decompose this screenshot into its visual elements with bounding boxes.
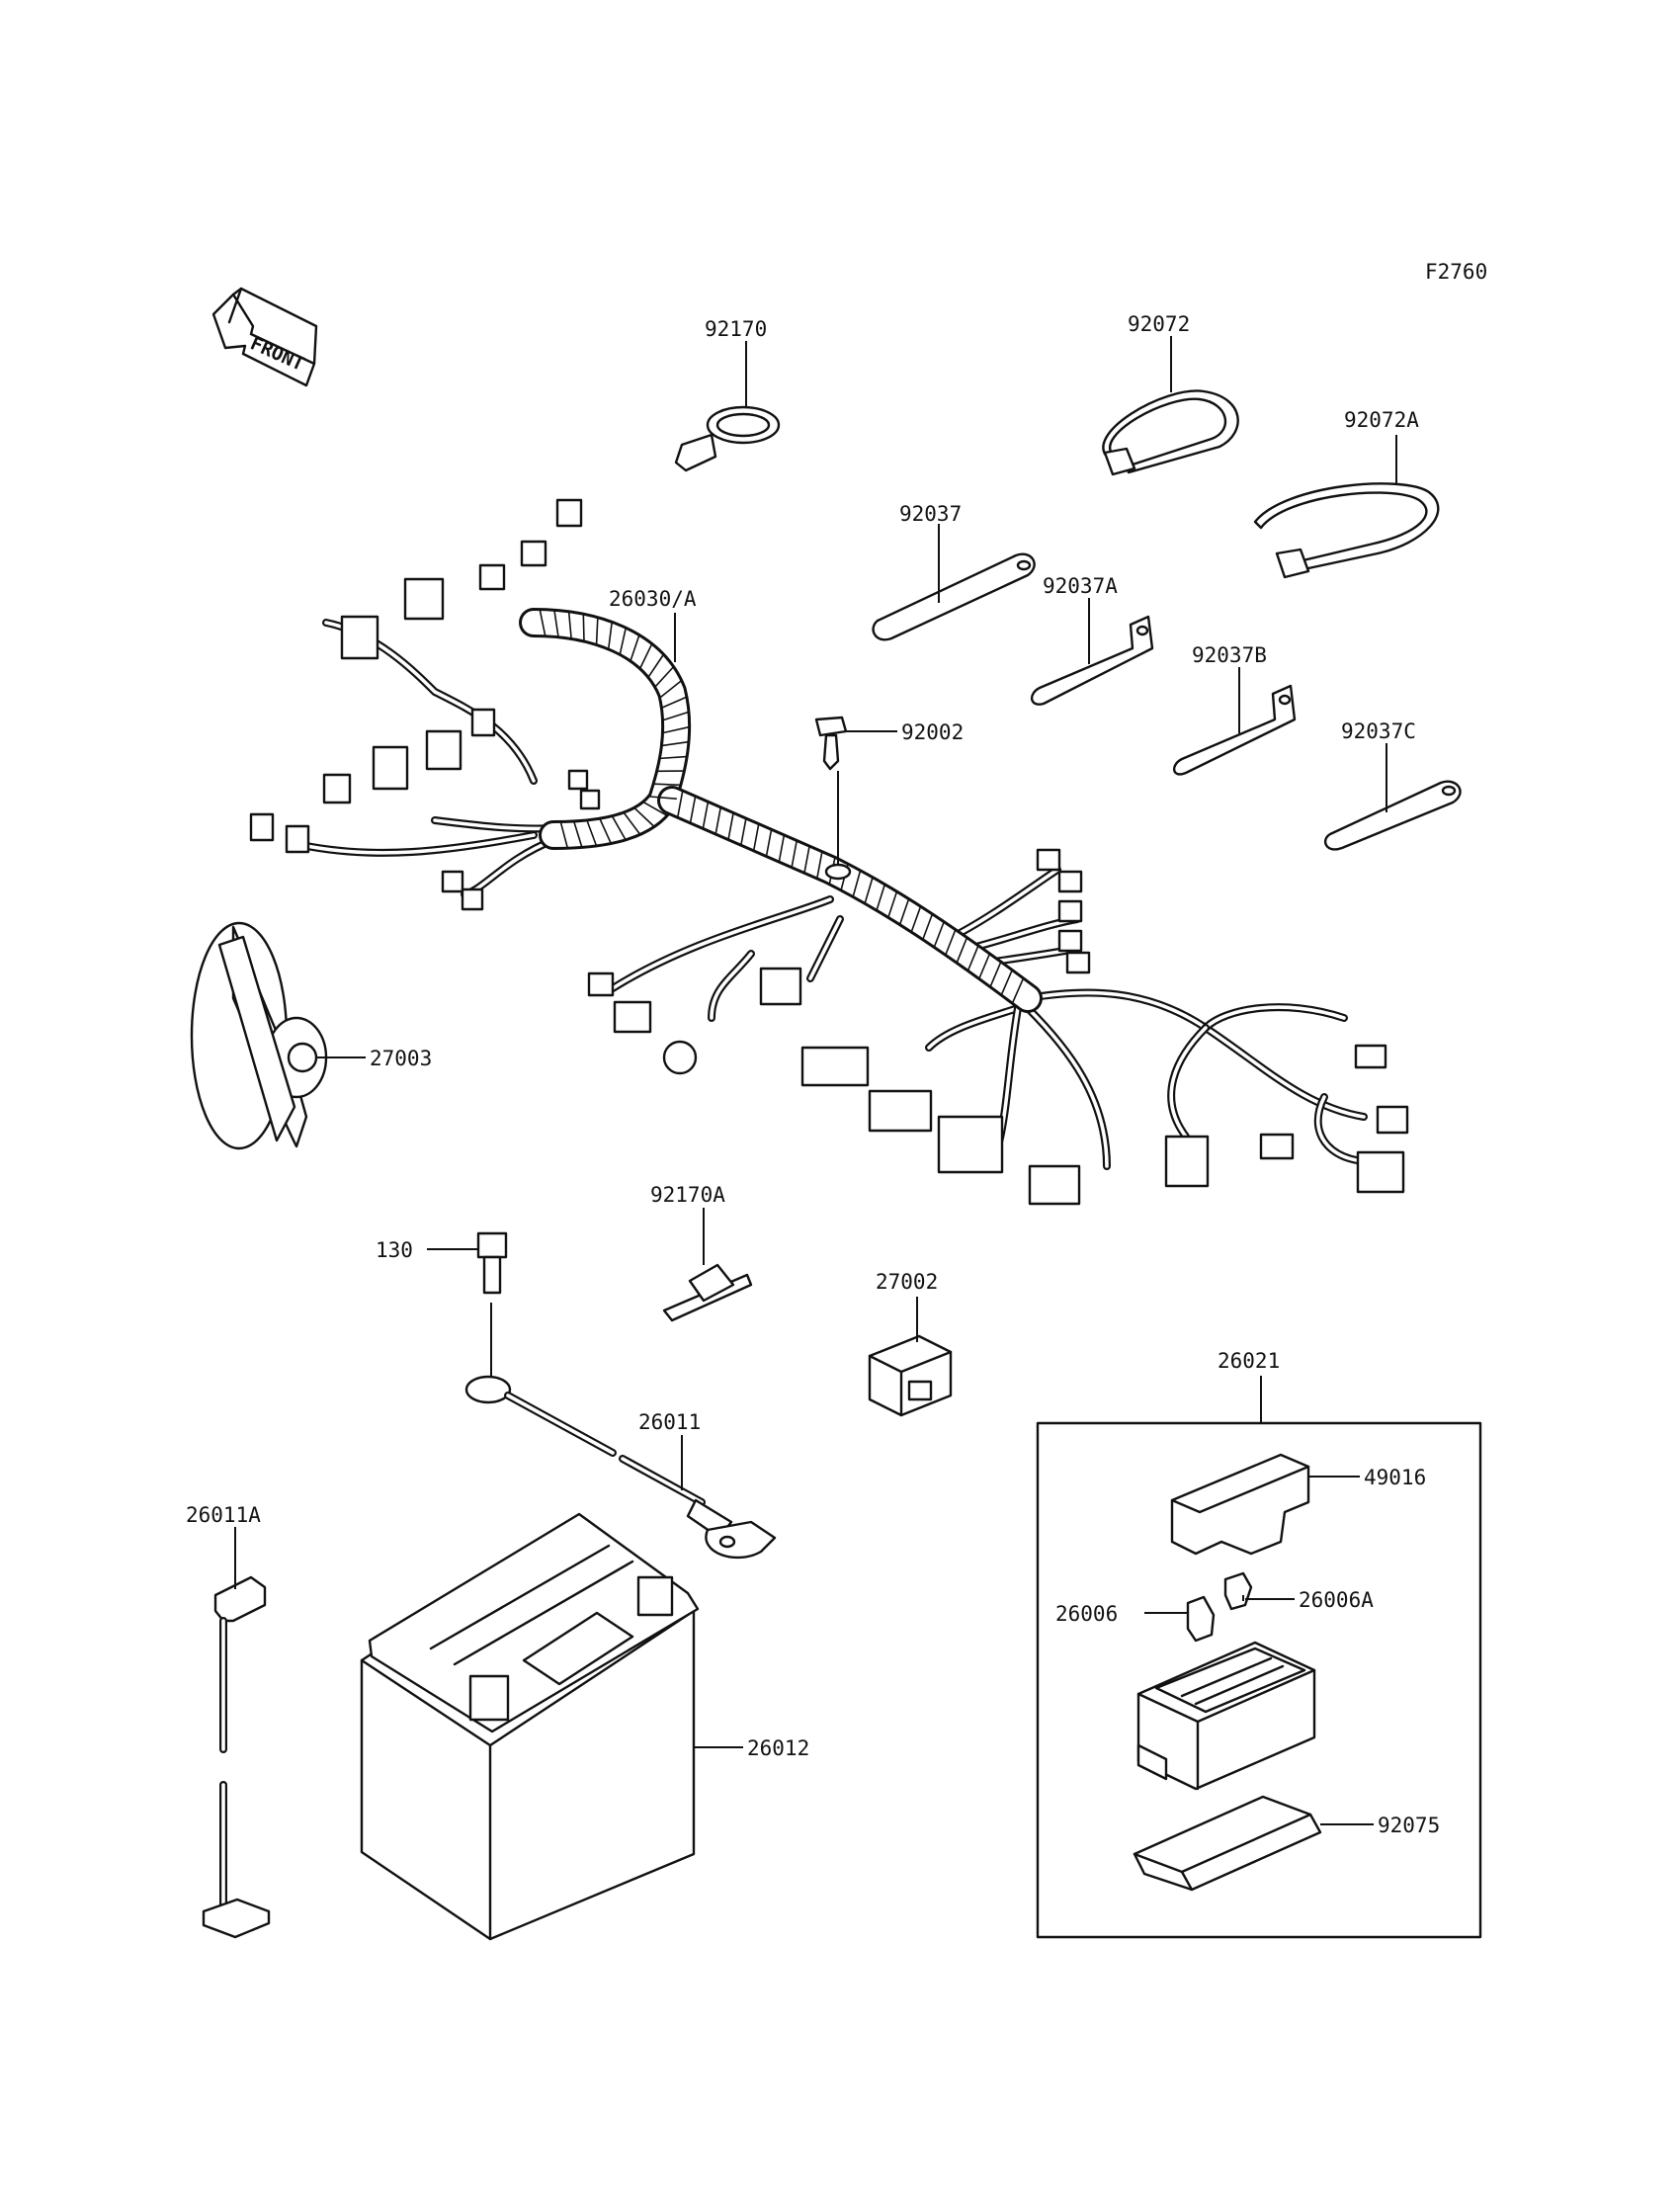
clamp-92170 — [674, 341, 781, 472]
battery-26012 — [360, 1512, 743, 1941]
harness-rib — [654, 666, 675, 688]
harness-rib — [676, 790, 684, 818]
harness-rib — [956, 937, 968, 964]
battery-lead-26011 — [464, 1375, 777, 1560]
harness-rib — [539, 609, 546, 637]
relay-27002 — [868, 1297, 953, 1417]
harness-rib — [803, 845, 810, 874]
label-92170: 92170 — [705, 317, 767, 341]
harness-rib — [752, 823, 760, 852]
label-26011a: 26011A — [186, 1503, 261, 1527]
label-92170a: 92170A — [650, 1183, 725, 1207]
harness-rib — [662, 711, 690, 721]
harness-rib — [647, 653, 664, 678]
harness-rib — [633, 807, 655, 827]
harness-rib — [619, 627, 627, 655]
label-92037a: 92037A — [1043, 574, 1118, 598]
label-92037c: 92037C — [1341, 719, 1416, 743]
harness-rib — [689, 796, 697, 824]
harness-rib — [553, 609, 559, 637]
harness-rib — [989, 961, 1002, 987]
figure-code: F2760 — [1425, 260, 1487, 284]
harness-rib — [659, 680, 683, 699]
harness-rib — [586, 819, 598, 847]
label-92075: 92075 — [1378, 1814, 1440, 1837]
harness-rib — [978, 953, 991, 979]
clamp-plate-92037c — [1323, 743, 1462, 851]
harness-rib — [910, 905, 922, 933]
harness-rib — [740, 817, 747, 846]
harness-rib — [791, 840, 798, 869]
harness-rib — [662, 725, 690, 734]
main-wiring-harness — [249, 498, 1409, 1206]
harness-rib — [559, 821, 569, 849]
harness-rib — [933, 921, 945, 948]
label-92037b: 92037B — [1192, 643, 1267, 667]
harness-rib — [642, 801, 668, 816]
harness-rib — [727, 812, 734, 840]
harness-rib — [661, 696, 688, 709]
label-92037: 92037 — [899, 502, 962, 526]
label-49016: 49016 — [1364, 1466, 1426, 1489]
harness-rib — [607, 622, 613, 650]
label-26012: 26012 — [747, 1736, 809, 1760]
harness-rib — [702, 801, 710, 829]
front-direction-arrow: FRONT — [211, 287, 318, 387]
harness-rib — [659, 755, 688, 760]
harness-rib — [573, 820, 583, 848]
harness-rib — [595, 617, 599, 645]
harness-rib — [1011, 977, 1025, 1004]
junction-box-26021 — [1036, 1376, 1482, 1939]
harness-rib — [630, 634, 640, 662]
label-92072a: 92072A — [1344, 408, 1419, 432]
harness-rib — [652, 783, 682, 787]
band-92072a — [1253, 435, 1440, 579]
harness-rib — [876, 884, 886, 911]
label-27003: 27003 — [370, 1047, 432, 1070]
harness-rib — [567, 611, 572, 639]
harness-rib — [611, 815, 627, 841]
label-130: 130 — [376, 1238, 413, 1262]
label-92002: 92002 — [901, 720, 964, 744]
harness-rib — [778, 834, 786, 863]
harness-rib — [639, 643, 653, 669]
band-92072 — [1102, 336, 1239, 476]
harness-rib — [648, 796, 678, 801]
label-26030-a: 26030/A — [609, 587, 697, 611]
horn-27003 — [190, 921, 366, 1150]
clamp-plate-92037b — [1173, 667, 1297, 776]
harness-rib — [887, 890, 898, 918]
label-92072: 92072 — [1128, 312, 1190, 336]
harness-rib — [623, 811, 641, 835]
harness-rib — [765, 828, 773, 857]
clamp-plate-92037 — [872, 524, 1036, 641]
harness-rib — [714, 806, 721, 835]
harness-rib — [661, 740, 690, 747]
harness-rib — [966, 945, 979, 972]
harness-rib — [945, 929, 957, 956]
label-26011: 26011 — [638, 1410, 701, 1434]
harness-rib — [816, 851, 823, 880]
label-26006a: 26006A — [1299, 1588, 1374, 1612]
harness-rib — [852, 870, 862, 897]
label-27002: 27002 — [876, 1270, 938, 1294]
harness-rib — [599, 817, 612, 844]
harness-rib — [582, 614, 585, 642]
battery-lead-26011a — [202, 1527, 271, 1939]
harness-rib — [922, 913, 934, 941]
harness-rib — [898, 898, 910, 925]
bolt-130 — [427, 1231, 508, 1380]
harness-rib — [864, 877, 874, 904]
clamp-plate-92037a — [1031, 598, 1154, 706]
clamp-92170a — [662, 1208, 753, 1322]
bolt-92002 — [814, 716, 897, 881]
harness-rib — [1000, 970, 1013, 996]
label-26006: 26006 — [1055, 1602, 1118, 1626]
label-26021: 26021 — [1218, 1349, 1280, 1373]
